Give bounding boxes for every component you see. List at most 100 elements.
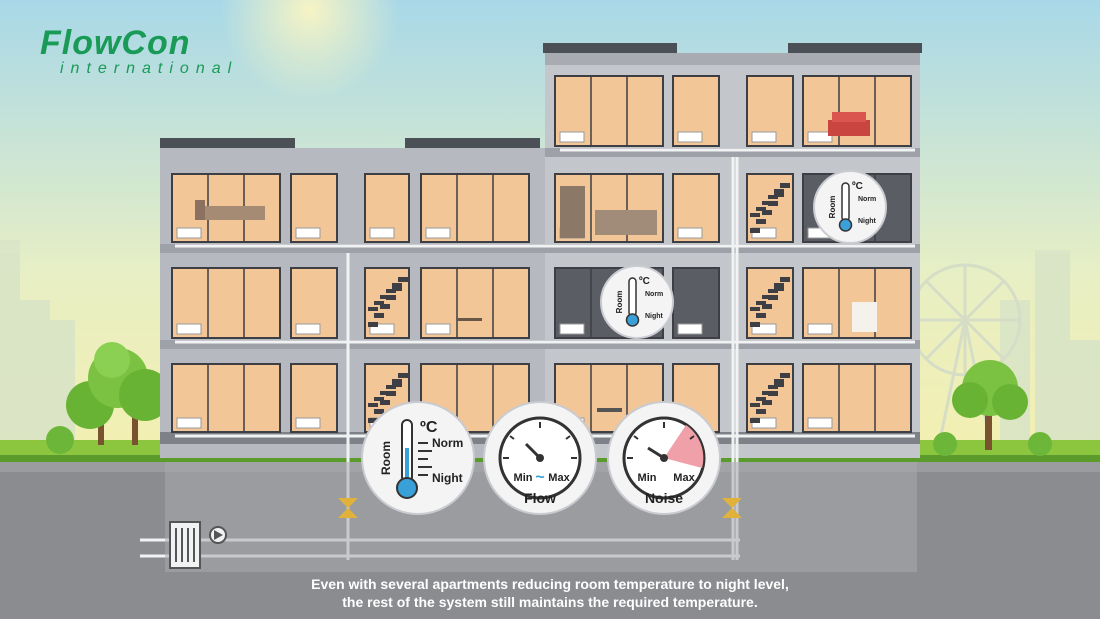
caption: Even with several apartments reducing ro… [0,575,1100,611]
radiator [176,417,202,429]
radiator [176,323,202,335]
stair-step [386,391,396,396]
stair-step [768,295,778,300]
stair-step [374,313,384,318]
stair-step [380,391,390,395]
small1-night: Night [645,313,664,320]
stair-step [774,283,784,287]
room-night-label: Night [432,471,463,485]
room-window [171,267,281,339]
stair-step [756,207,766,211]
caption-line-2: the rest of the system still maintains t… [342,594,758,610]
radiator [677,131,703,143]
stair-step [762,400,772,405]
noise-min-label: Min [638,472,657,484]
small1-norm: Norm [645,291,663,298]
stair-step [762,391,772,395]
stair-step [374,301,384,305]
small1-unit: ºC [639,276,650,287]
stair-step [380,400,390,405]
stair-step [380,304,390,309]
stair-step [750,228,760,233]
stair-step [762,295,772,299]
room-window [554,75,664,147]
logo-brand: FlowCon [40,24,191,62]
small1-title: Room [615,291,624,314]
small2-unit: ºC [852,181,863,192]
room-window [290,173,338,243]
stair-step [398,277,408,282]
radiator [425,227,451,239]
room-window [672,75,720,147]
room-window [672,267,720,339]
room-window [802,363,912,433]
furniture [195,112,877,412]
radiator [559,323,585,335]
radiator [295,323,321,335]
stair-step [380,295,390,299]
stair-step [780,277,790,282]
stair-step [368,322,378,327]
trees-left [46,342,171,454]
room-window [290,267,338,339]
flowcon-logo: FlowCon international [40,26,238,78]
stair-step [386,289,396,293]
radiator [295,417,321,429]
stair-step [762,304,772,309]
room-window [420,173,530,243]
flow-max-label: Max [548,472,570,484]
tree-right [933,360,1052,456]
small2-norm: Norm [858,196,876,203]
stair-step [780,373,790,378]
noise-gauge: Min Max Noise [607,401,721,515]
room-window [672,173,720,243]
stair-step [774,192,784,197]
noise-caption: Noise [645,490,683,506]
room-window [171,363,281,433]
stair-step [750,403,760,407]
flow-gauge: Min ~ Max Flow [483,401,597,515]
stair-step [750,418,760,423]
room-window [290,363,338,433]
room-window [364,173,410,243]
stair-step [774,189,784,193]
stair-step [756,301,766,305]
stair-step [368,418,378,423]
stair-step [774,379,784,383]
flow-min-label: Min [514,472,533,484]
heat-exchanger [169,521,227,569]
radiator [807,323,833,335]
radiator [677,323,703,335]
stair-step [386,385,396,389]
stair-step [768,289,778,293]
stair-step [768,201,778,206]
stair-step [386,295,396,300]
room-unit: ºC [420,419,438,436]
stair-step [774,382,784,387]
stair-step [392,382,402,387]
radiator [807,417,833,429]
radiator [751,323,777,335]
room-temperature-gauge: ºC Room Norm Night [361,401,475,515]
staircases [368,183,790,423]
stair-step [756,219,766,224]
room-window [420,267,530,339]
stair-step [750,213,760,217]
stair-step [392,283,402,287]
stair-step [780,183,790,188]
stair-step [368,307,378,311]
flow-symbol: ~ [535,469,544,486]
radiator [176,227,202,239]
stair-step [392,379,402,383]
stair-step [374,409,384,414]
stair-step [398,373,408,378]
logo-tagline: international [60,60,239,77]
stair-step [756,397,766,401]
stair-step [762,210,772,215]
room-title: Room [379,441,393,475]
small2-night: Night [858,218,877,225]
radiator [425,323,451,335]
stair-step [756,313,766,318]
room-window [746,75,794,147]
radiator [751,131,777,143]
